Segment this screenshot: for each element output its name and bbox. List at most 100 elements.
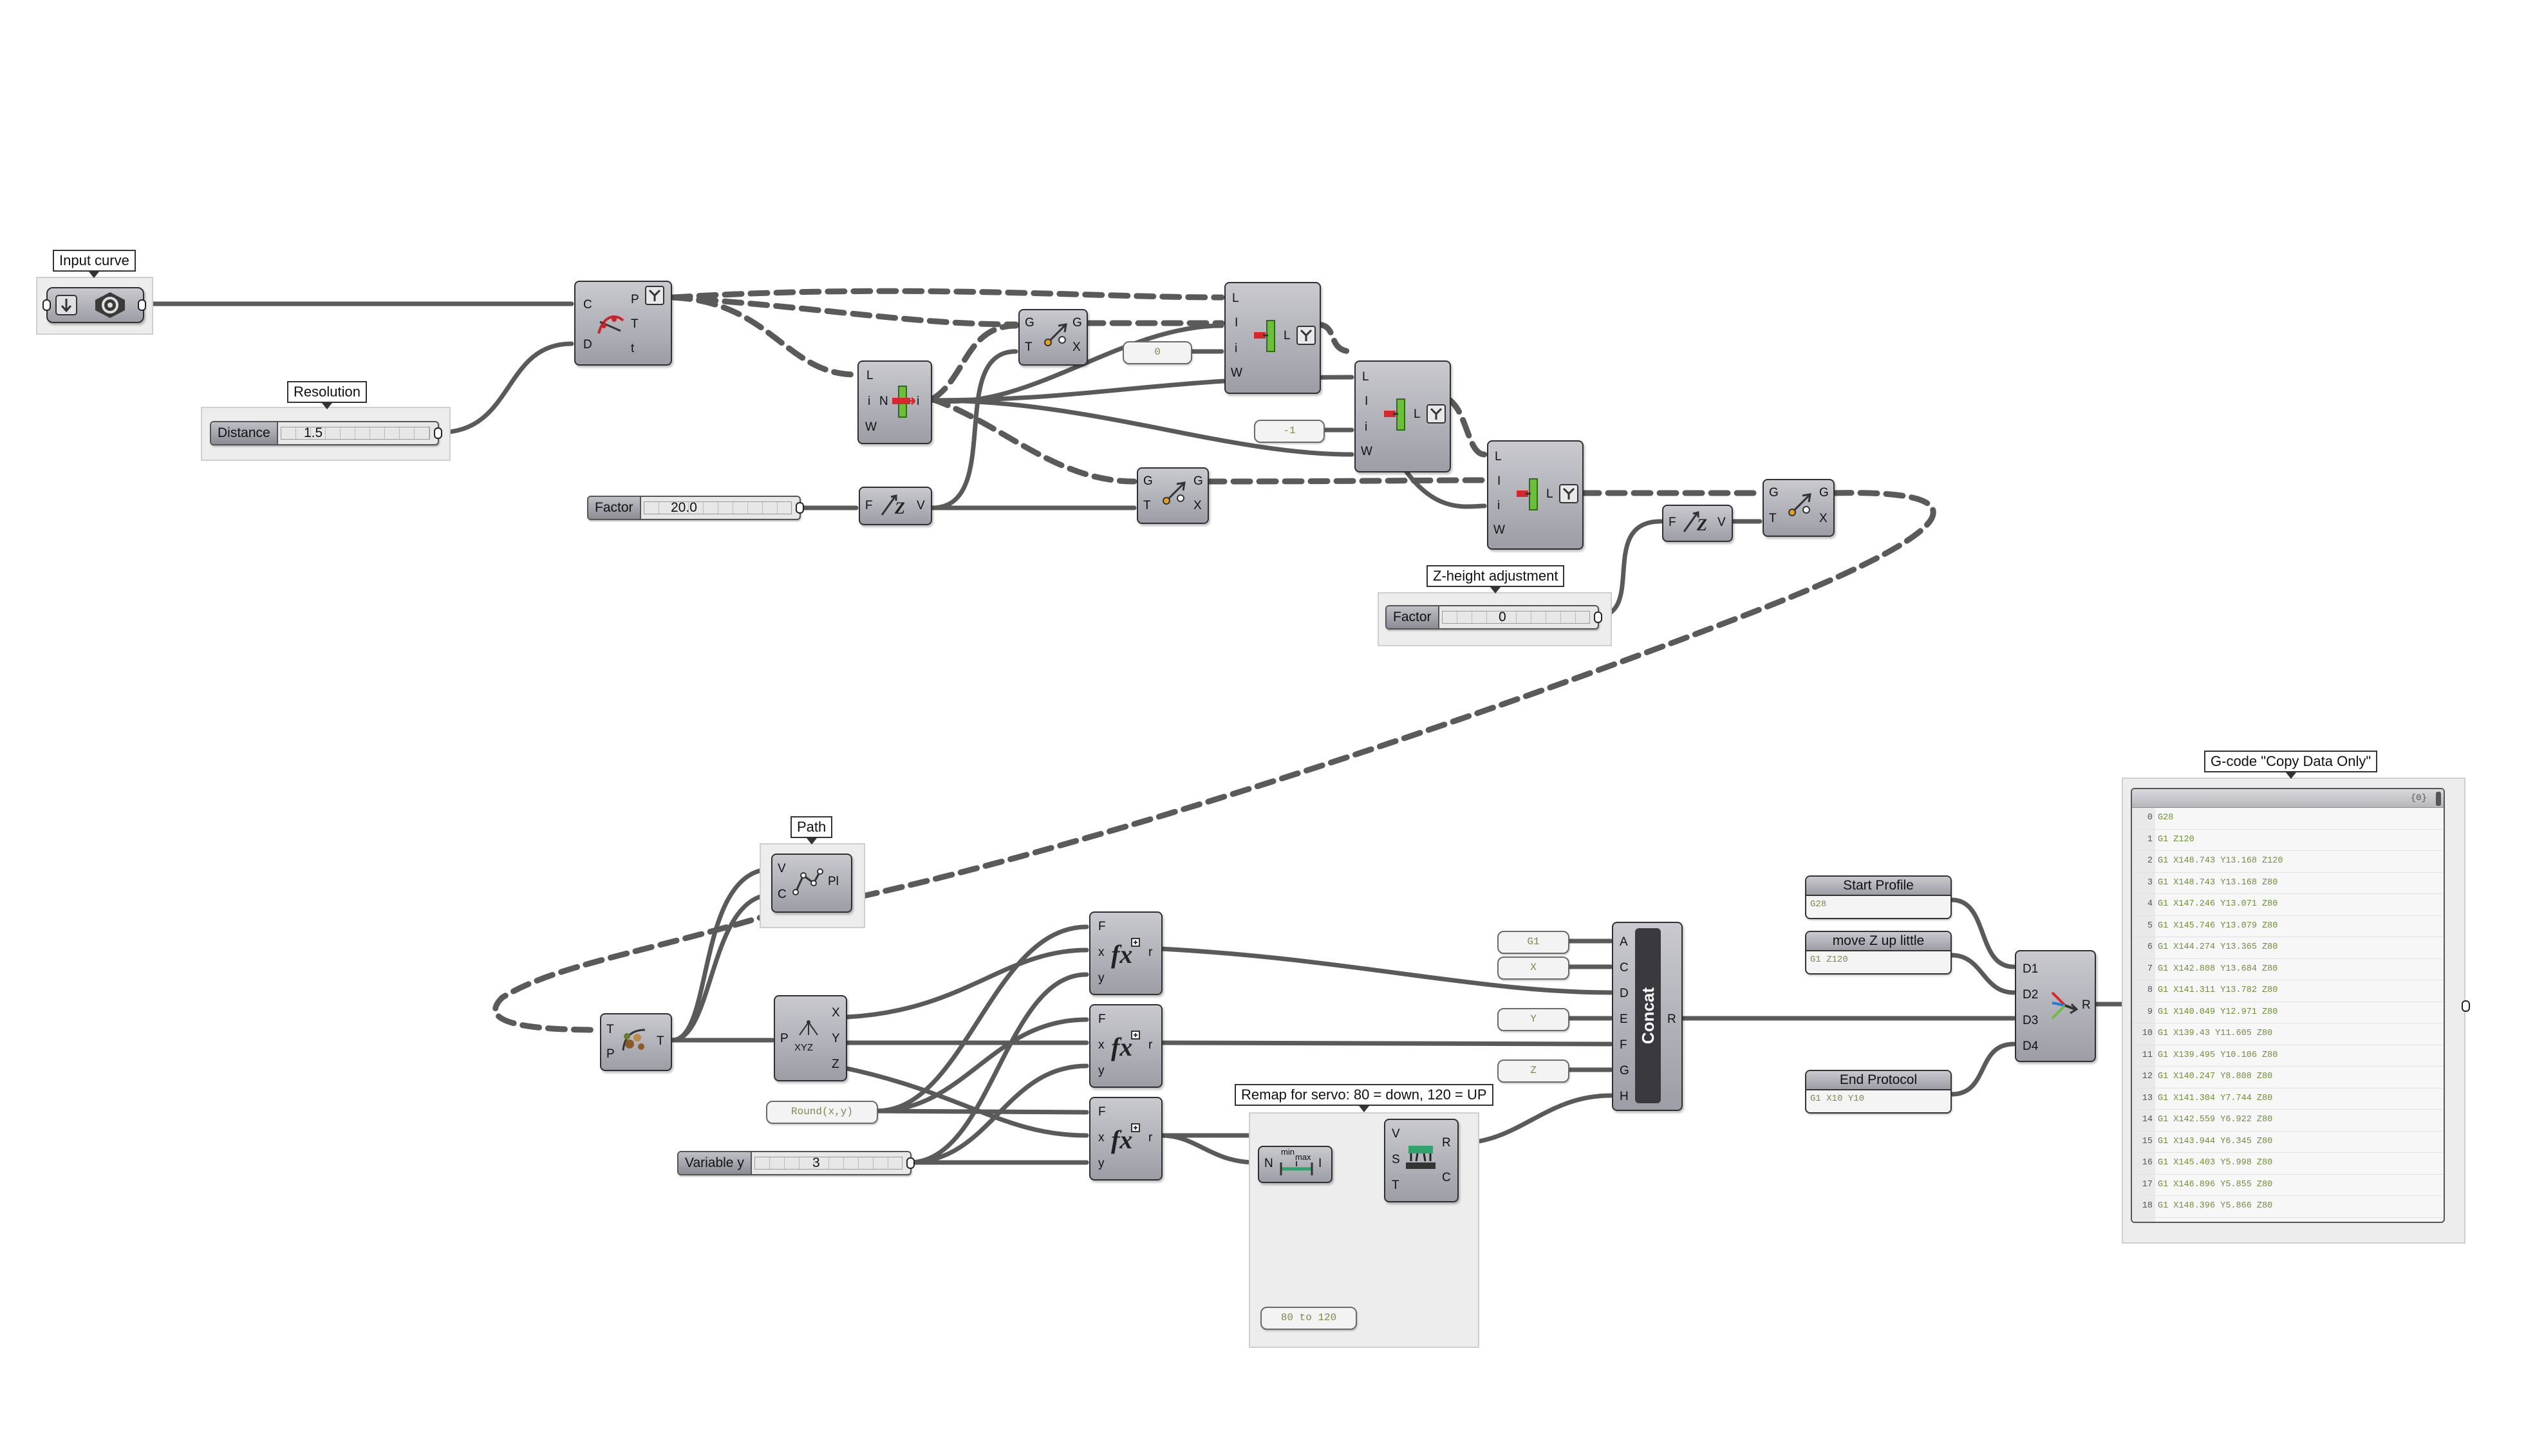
port-divide-t[interactable]: T <box>631 317 639 331</box>
port-polyline-c[interactable]: C <box>778 888 787 901</box>
move-component-3[interactable]: G T G X <box>1763 479 1835 537</box>
port-concat-r[interactable]: R <box>1667 1013 1676 1026</box>
port-concat-h[interactable]: H <box>1620 1090 1629 1103</box>
bounds-component[interactable]: N I min max <box>1258 1146 1333 1183</box>
port-polyline-pl[interactable]: Pl <box>828 875 839 888</box>
move-z-text[interactable]: move Z up little G1 Z120 <box>1805 931 1952 975</box>
variable-y-slider-track[interactable] <box>754 1157 903 1170</box>
panel-z[interactable]: Z <box>1497 1059 1569 1083</box>
end-protocol-text[interactable]: End Protocol G1 X10 Y10 <box>1805 1070 1952 1114</box>
port-bounds-n[interactable]: N <box>1264 1157 1273 1170</box>
port-remap-v[interactable]: V <box>1392 1127 1400 1141</box>
move-component-1[interactable]: G T G X <box>1018 309 1088 366</box>
move-z-value[interactable]: G1 Z120 <box>1810 955 1848 965</box>
port-insert1-ii[interactable]: I <box>1235 316 1239 330</box>
port-expr1-f[interactable]: F <box>1098 920 1106 933</box>
distance-slider-track[interactable] <box>281 427 430 440</box>
flatten-icon[interactable] <box>645 286 664 305</box>
port-insert3-out[interactable]: L <box>1546 487 1553 501</box>
factor-z-output-port[interactable] <box>1594 611 1602 623</box>
panel-y[interactable]: Y <box>1497 1008 1569 1031</box>
port-move3-gout[interactable]: G <box>1819 486 1829 499</box>
insert-items-component-1[interactable]: L I i W L <box>1224 282 1321 394</box>
port-remap-t[interactable]: T <box>1392 1179 1399 1192</box>
port-concat-f[interactable]: F <box>1620 1038 1627 1052</box>
factor-top-output-port[interactable] <box>796 502 804 514</box>
port-merge-d4[interactable]: D4 <box>2023 1040 2039 1053</box>
distance-output-port[interactable] <box>434 427 442 439</box>
port-expr2-f[interactable]: F <box>1098 1013 1106 1026</box>
port-explode-out[interactable]: T <box>657 1034 664 1048</box>
insert-items-component-2[interactable]: L I i W L <box>1354 360 1451 472</box>
expression-component-2[interactable]: F x y r fx <box>1089 1004 1163 1088</box>
port-insert2-w[interactable]: W <box>1361 445 1372 458</box>
port-insert1-w[interactable]: W <box>1231 366 1242 380</box>
factor-slider-z[interactable]: Factor 0 <box>1385 605 1602 630</box>
port-listitem-i[interactable]: i <box>868 395 871 408</box>
expression-component-3[interactable]: F x y r fx <box>1089 1097 1163 1181</box>
port-insert1-l[interactable]: L <box>1232 292 1239 305</box>
port-merge-r[interactable]: R <box>2082 998 2091 1012</box>
panel-range[interactable]: 80 to 120 <box>1260 1307 1357 1330</box>
concatenate-component[interactable]: A C D E F G H R Concat <box>1612 922 1683 1111</box>
port-divide-d[interactable]: D <box>583 338 592 351</box>
port-move1-x[interactable]: X <box>1072 341 1081 354</box>
factor-slider-top[interactable]: Factor 20.0 <box>587 496 804 520</box>
unit-z-component-1[interactable]: F V Z <box>859 487 932 525</box>
port-decon-p[interactable]: P <box>780 1032 789 1045</box>
panel-x[interactable]: X <box>1497 957 1569 980</box>
port-listitem-l[interactable]: L <box>866 369 874 382</box>
panel-round-expression[interactable]: Round(x,y) <box>766 1101 878 1124</box>
port-expr2-r[interactable]: r <box>1148 1038 1153 1052</box>
port-insert3-l[interactable]: L <box>1495 450 1502 463</box>
port-expr3-f[interactable]: F <box>1098 1105 1106 1119</box>
factor-slider-z-value[interactable]: 0 <box>1499 610 1506 624</box>
port-move3-t[interactable]: T <box>1769 512 1777 525</box>
port-move2-g[interactable]: G <box>1143 474 1153 488</box>
port-unitz2-v[interactable]: V <box>1717 516 1726 529</box>
port-expr3-x[interactable]: x <box>1098 1131 1105 1144</box>
port-insert2-ii[interactable]: I <box>1365 395 1369 408</box>
input-port[interactable] <box>42 299 51 311</box>
flatten-icon[interactable] <box>1426 404 1446 424</box>
port-move2-gout[interactable]: G <box>1193 474 1203 488</box>
merge-component[interactable]: D1 D2 D3 D4 R <box>2015 950 2096 1062</box>
port-expr1-y[interactable]: y <box>1098 971 1105 985</box>
port-listitem-out[interactable]: i <box>917 395 920 408</box>
port-insert3-w[interactable]: W <box>1493 523 1505 537</box>
distance-slider[interactable]: Distance 1.5 <box>210 421 442 445</box>
port-concat-e[interactable]: E <box>1620 1013 1628 1026</box>
port-expr3-r[interactable]: r <box>1148 1131 1153 1144</box>
port-insert1-out[interactable]: L <box>1284 329 1291 342</box>
port-move3-g[interactable]: G <box>1769 486 1779 499</box>
port-expr2-y[interactable]: y <box>1098 1064 1105 1078</box>
port-insert3-ii[interactable]: I <box>1497 474 1501 488</box>
port-move1-g[interactable]: G <box>1025 316 1034 330</box>
start-profile-text[interactable]: Start Profile G28 <box>1805 875 1952 919</box>
port-merge-d1[interactable]: D1 <box>2023 962 2039 976</box>
factor-slider-top-value[interactable]: 20.0 <box>671 500 697 515</box>
port-move2-x[interactable]: X <box>1193 499 1202 512</box>
port-merge-d3[interactable]: D3 <box>2023 1014 2039 1027</box>
port-explode-t[interactable]: T <box>606 1023 614 1036</box>
port-move2-t[interactable]: T <box>1143 499 1151 512</box>
port-move3-x[interactable]: X <box>1819 512 1828 525</box>
port-divide-t-lower[interactable]: t <box>631 342 635 355</box>
output-port[interactable] <box>138 299 146 311</box>
port-remap-s[interactable]: S <box>1392 1153 1400 1166</box>
panel-minus-one[interactable]: -1 <box>1254 420 1325 443</box>
port-decon-z[interactable]: Z <box>832 1058 839 1071</box>
unit-z-component-2[interactable]: F V Z <box>1662 505 1733 542</box>
port-concat-g[interactable]: G <box>1620 1064 1629 1078</box>
